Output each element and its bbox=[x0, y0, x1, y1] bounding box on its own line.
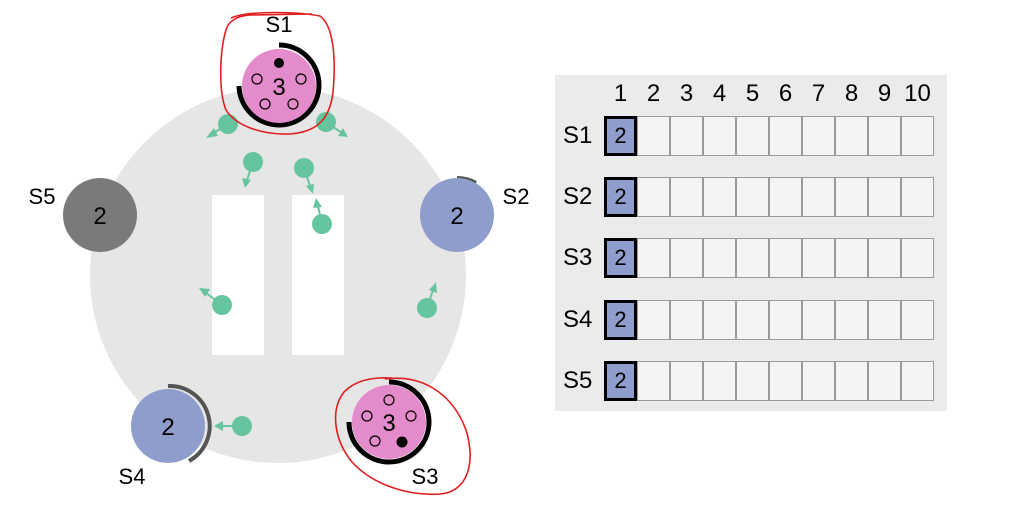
log-slot-empty bbox=[670, 177, 703, 217]
log-slot-empty bbox=[835, 177, 868, 217]
log-slot-empty bbox=[670, 238, 703, 278]
log-row-label-s5: S5 bbox=[563, 367, 599, 395]
log-slot-empty bbox=[670, 361, 703, 401]
log-slot-empty bbox=[637, 177, 670, 217]
log-slot-empty bbox=[769, 300, 802, 340]
server-s3-label: S3 bbox=[412, 464, 439, 489]
log-slot-empty bbox=[802, 300, 835, 340]
log-slot-empty bbox=[703, 361, 736, 401]
log-entry: 2 bbox=[604, 361, 637, 401]
vote-dot-filled bbox=[397, 437, 408, 448]
log-column-2: 2 bbox=[637, 80, 670, 108]
log-column-8: 8 bbox=[835, 80, 868, 108]
log-column-3: 3 bbox=[670, 80, 703, 108]
log-entry: 2 bbox=[604, 300, 637, 340]
log-slot-empty bbox=[901, 238, 934, 278]
log-slot-empty bbox=[802, 116, 835, 156]
log-slot-empty bbox=[868, 116, 901, 156]
log-slot-empty bbox=[637, 116, 670, 156]
log-slot-empty bbox=[637, 238, 670, 278]
log-slot-empty bbox=[703, 177, 736, 217]
log-slot-empty bbox=[769, 116, 802, 156]
log-slot-empty bbox=[901, 361, 934, 401]
log-row-s4: 2 bbox=[604, 300, 933, 340]
log-row-label-s1: S1 bbox=[563, 122, 599, 150]
log-column-9: 9 bbox=[868, 80, 901, 108]
log-slot-empty bbox=[802, 238, 835, 278]
log-slot-empty bbox=[736, 238, 769, 278]
log-slot-empty bbox=[868, 238, 901, 278]
log-slot-empty bbox=[670, 116, 703, 156]
log-row-label-s3: S3 bbox=[563, 244, 599, 272]
log-slot-empty bbox=[868, 361, 901, 401]
server-s1[interactable]: 3 S1 bbox=[239, 12, 319, 125]
log-slot-empty bbox=[901, 116, 934, 156]
server-s3-term: 3 bbox=[382, 410, 395, 437]
log-column-4: 4 bbox=[703, 80, 736, 108]
vote-dot-filled bbox=[274, 58, 284, 68]
log-slot-empty bbox=[637, 300, 670, 340]
log-row-label-s4: S4 bbox=[563, 306, 599, 334]
server-s1-label: S1 bbox=[266, 12, 293, 37]
log-slot-empty bbox=[901, 300, 934, 340]
log-entry: 2 bbox=[604, 116, 637, 156]
server-s5-label: S5 bbox=[29, 184, 56, 209]
log-column-5: 5 bbox=[736, 80, 769, 108]
log-slot-empty bbox=[703, 238, 736, 278]
log-slot-empty bbox=[802, 361, 835, 401]
log-column-6: 6 bbox=[769, 80, 802, 108]
log-row-s1: 2 bbox=[604, 116, 933, 156]
server-s1-term: 3 bbox=[272, 74, 285, 101]
log-column-1: 1 bbox=[604, 80, 637, 108]
server-s5-term: 2 bbox=[93, 203, 106, 230]
log-row-s3: 2 bbox=[604, 238, 933, 278]
server-s3[interactable]: 3 S3 bbox=[349, 382, 438, 489]
log-slot-empty bbox=[835, 300, 868, 340]
log-row-label-s2: S2 bbox=[563, 183, 599, 211]
log-slot-empty bbox=[868, 300, 901, 340]
log-slot-empty bbox=[769, 361, 802, 401]
log-slot-empty bbox=[868, 177, 901, 217]
log-slot-empty bbox=[703, 116, 736, 156]
gap-bar-left bbox=[212, 195, 264, 355]
log-row-s2: 2 bbox=[604, 177, 933, 217]
log-entry: 2 bbox=[604, 177, 637, 217]
log-slot-empty bbox=[835, 238, 868, 278]
server-s5[interactable]: 2 S5 bbox=[29, 178, 137, 252]
log-column-7: 7 bbox=[802, 80, 835, 108]
server-s2-label: S2 bbox=[503, 184, 530, 209]
log-slot-empty bbox=[769, 177, 802, 217]
log-slot-empty bbox=[802, 177, 835, 217]
log-slot-empty bbox=[637, 361, 670, 401]
server-s2[interactable]: 2 S2 bbox=[420, 178, 529, 252]
log-slot-empty bbox=[670, 300, 703, 340]
log-slot-empty bbox=[736, 361, 769, 401]
server-s2-term: 2 bbox=[450, 203, 463, 230]
log-row-s5: 2 bbox=[604, 361, 933, 401]
server-s4-label: S4 bbox=[119, 464, 146, 489]
log-slot-empty bbox=[736, 116, 769, 156]
log-slot-empty bbox=[736, 177, 769, 217]
server-s4-term: 2 bbox=[161, 414, 174, 441]
log-entry: 2 bbox=[604, 238, 637, 278]
log-slot-empty bbox=[703, 300, 736, 340]
log-column-10: 10 bbox=[901, 80, 934, 108]
log-slot-empty bbox=[769, 238, 802, 278]
log-slot-empty bbox=[736, 300, 769, 340]
log-slot-empty bbox=[835, 116, 868, 156]
log-slot-empty bbox=[835, 361, 868, 401]
log-slot-empty bbox=[901, 177, 934, 217]
